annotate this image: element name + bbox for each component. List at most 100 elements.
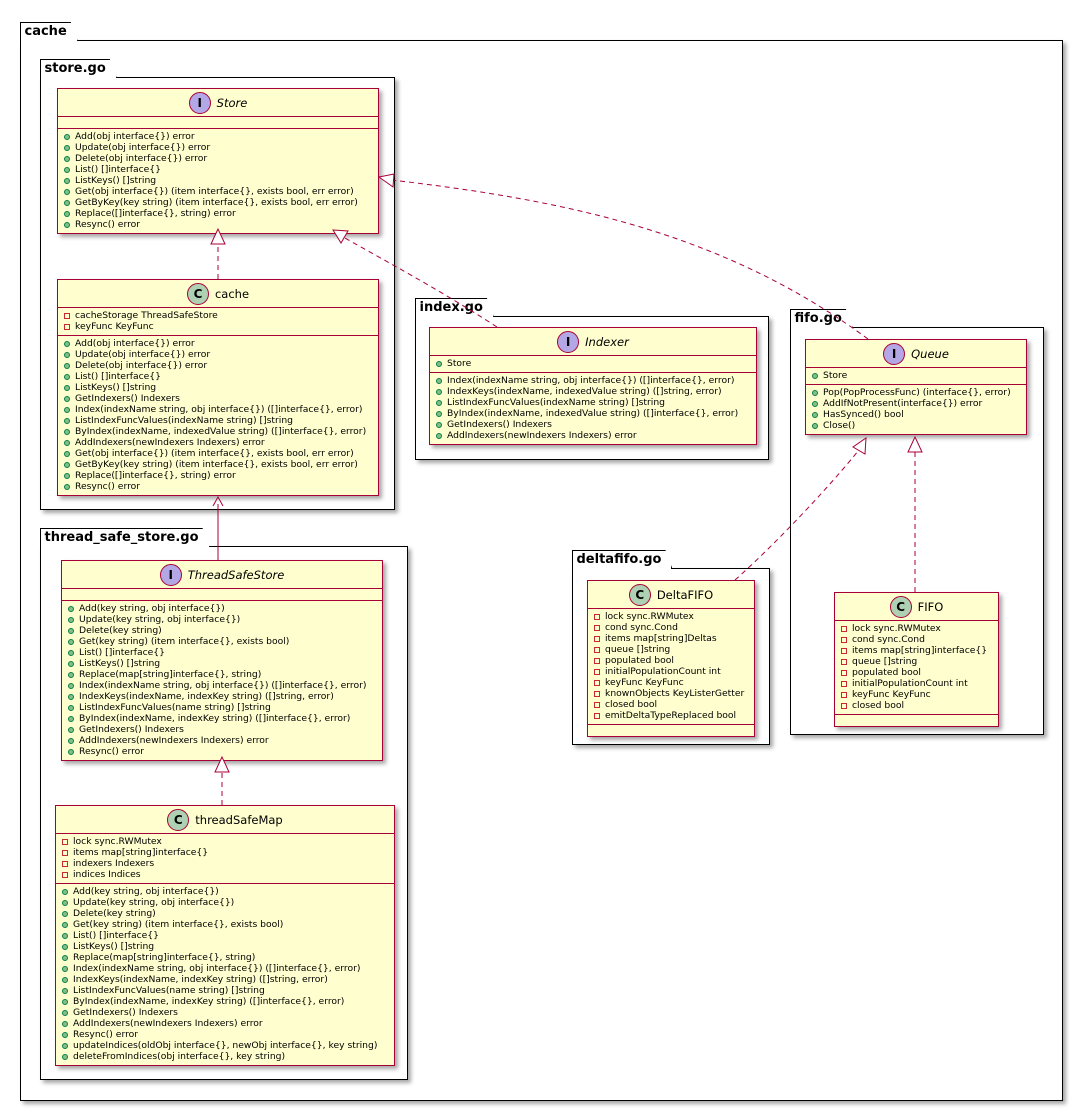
private-visibility-icon [594,690,600,697]
member-text: Resync() error [79,746,145,757]
member-text: Delete(key string) [73,908,156,919]
public-visibility-icon [812,372,818,379]
public-visibility-icon [68,715,74,722]
member-text: ListKeys() []string [73,941,155,952]
member-text: ListKeys() []string [75,382,157,393]
public-visibility-icon [68,737,74,744]
public-visibility-icon [62,1053,68,1060]
public-visibility-icon [64,395,70,402]
method-row: HasSynced() bool [806,409,1026,420]
member-text: Delete(obj interface{}) error [75,360,208,371]
member-text: Add(key string, obj interface{}) [79,603,225,614]
field-row: queue []string [835,656,998,667]
public-visibility-icon [64,177,70,184]
member-text: Resync() error [75,219,141,230]
public-visibility-icon [68,660,74,667]
field-row: lock sync.RWMutex [835,623,998,634]
public-visibility-icon [64,155,70,162]
public-visibility-icon [62,987,68,994]
field-row: cond sync.Cond [835,634,998,645]
method-row: Resync() error [58,219,378,230]
private-visibility-icon [594,657,600,664]
private-visibility-icon [62,849,68,856]
method-row: ListKeys() []string [58,175,378,186]
interface-badge-icon: I [557,330,580,353]
class-name: ThreadSafeStore [187,567,285,582]
member-text: ListIndexFuncValues(name string) []strin… [79,702,271,713]
public-visibility-icon [62,998,68,1005]
private-visibility-icon [64,312,70,319]
member-text: queue []string [852,656,918,667]
private-visibility-icon [841,669,847,676]
method-section [835,715,998,726]
private-visibility-icon [594,624,600,631]
public-visibility-icon [436,410,442,417]
method-row: Replace([]interface{}, string) error [58,208,378,219]
member-text: List() []interface{} [73,930,159,941]
method-row: Replace(map[string]interface{}, string) [56,952,394,963]
public-visibility-icon [64,472,70,479]
member-text: ListKeys() []string [75,175,157,186]
member-text: IndexKeys(indexName, indexedValue string… [447,386,722,397]
method-row: IndexKeys(indexName, indexKey string) ([… [62,691,382,702]
public-visibility-icon [68,638,74,645]
member-text: Replace([]interface{}, string) error [75,208,236,219]
member-text: Replace(map[string]interface{}, string) [73,952,256,963]
member-text: populated bool [605,655,674,666]
class-name: threadSafeMap [195,812,283,827]
private-visibility-icon [62,871,68,878]
class-name: Indexer [585,334,629,349]
method-row: GetByKey(key string) (item interface{}, … [58,197,378,208]
method-row: AddIndexers(newIndexers Indexers) error [62,735,382,746]
member-text: Store [823,370,848,381]
package-fifo-go-label: fifo.go [790,309,853,328]
private-visibility-icon [841,647,847,654]
member-text: Get(obj interface{}) (item interface{}, … [75,186,354,197]
method-row: Index(indexName string, obj interface{})… [58,404,378,415]
private-visibility-icon [64,323,70,330]
member-text: lock sync.RWMutex [605,611,694,622]
package-thread-safe-store-go-label: thread_safe_store.go [40,528,210,547]
member-text: List() []interface{} [75,371,161,382]
member-text: Get(obj interface{}) (item interface{}, … [75,448,354,459]
member-text: Close() [823,420,856,431]
private-visibility-icon [841,625,847,632]
method-row: AddIfNotPresent(interface{}) error [806,398,1026,409]
member-text: ListKeys() []string [79,658,161,669]
field-row: knownObjects KeyListerGetter [588,688,754,699]
method-row: Get(obj interface{}) (item interface{}, … [58,186,378,197]
method-row: Delete(key string) [62,625,382,636]
member-text: HasSynced() bool [823,409,904,420]
member-text: keyFunc KeyFunc [605,677,684,688]
field-section [62,589,382,601]
class-name: Queue [911,346,949,361]
method-row: Get(key string) (item interface{}, exist… [56,919,394,930]
member-text: indices Indices [73,869,141,880]
public-visibility-icon [62,910,68,917]
member-text: items map[string]interface{} [73,847,209,858]
member-text: GetIndexers() Indexers [79,724,184,735]
method-row: GetIndexers() Indexers [430,419,756,430]
member-text: Update(key string, obj interface{}) [79,614,241,625]
field-row: items map[string]interface{} [56,847,394,858]
method-row: Delete(obj interface{}) error [58,153,378,164]
field-row: emitDeltaTypeReplaced bool [588,710,754,721]
private-visibility-icon [841,691,847,698]
member-text: knownObjects KeyListerGetter [605,688,745,699]
public-visibility-icon [62,899,68,906]
private-visibility-icon [841,636,847,643]
field-row: items map[string]interface{} [835,645,998,656]
member-text: List() []interface{} [75,164,161,175]
method-row: List() []interface{} [58,164,378,175]
public-visibility-icon [436,421,442,428]
package-store-go-label: store.go [40,59,117,78]
class-header: I Indexer [430,328,756,356]
member-text: items map[string]Deltas [605,633,717,644]
field-row: keyFunc KeyFunc [58,321,378,332]
member-text: IndexKeys(indexName, indexKey string) ([… [79,691,334,702]
